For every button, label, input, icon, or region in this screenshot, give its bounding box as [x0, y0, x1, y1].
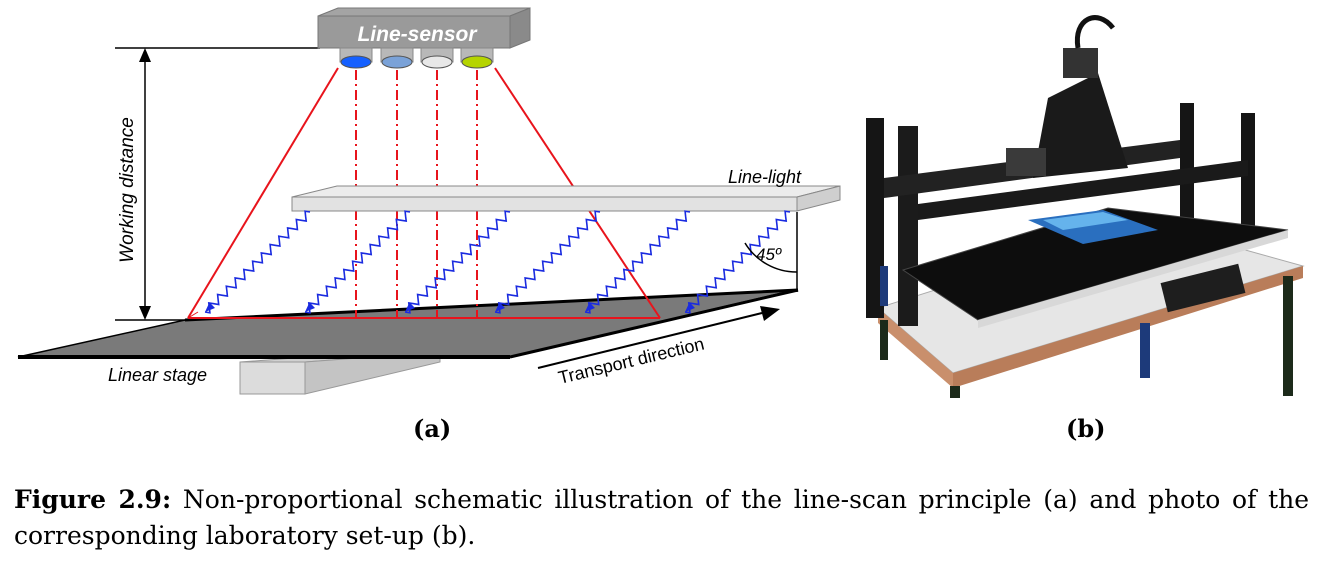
light-ray [684, 210, 791, 314]
frame-post [1241, 113, 1255, 243]
transport-arrow-head [760, 306, 780, 321]
subfigure-label-b: (b) [1066, 414, 1106, 443]
figure-number: Figure 2.9: [14, 485, 172, 514]
sensor-lens [340, 55, 372, 69]
frame-post [898, 126, 918, 326]
table-leg [1283, 276, 1293, 396]
line-light-label: Line-light [728, 167, 802, 187]
camera-housing [1033, 73, 1128, 178]
subfigure-label-a: (a) [413, 414, 452, 443]
stage-plate-right-edge [509, 288, 799, 359]
light-ray [304, 210, 411, 314]
distance-arrow-head-bottom [139, 306, 151, 320]
light-ray [204, 210, 311, 314]
frame-crossbar [918, 160, 1248, 220]
clamp [1140, 323, 1150, 378]
stage-rail [978, 230, 1288, 328]
angle-label: 45º [756, 245, 782, 264]
light-ray-arrowhead [585, 302, 595, 312]
sample-chart-highlight [1043, 212, 1128, 230]
light-ray [494, 210, 601, 314]
sensor-lenses [339, 47, 494, 69]
sensor-lens [421, 55, 453, 69]
distance-arrow-head-top [139, 48, 151, 62]
camera-head [1063, 48, 1098, 78]
line-sensor-label: Line-sensor [357, 23, 478, 46]
frame-post [866, 118, 884, 318]
light-ray-arrowhead [205, 302, 215, 312]
table-leg [950, 386, 960, 398]
line-sensor-body [317, 15, 511, 49]
light-ray-arrowhead [305, 302, 315, 312]
lab-setup-photo [866, 15, 1305, 398]
light-ray-arrowhead [495, 302, 505, 312]
line-light-bar [291, 196, 798, 212]
light-ray-arrowhead [405, 302, 415, 312]
table-edge [878, 308, 953, 388]
linear-stage-label: Linear stage [108, 365, 207, 385]
light-rays [204, 210, 791, 314]
line-scan-schematic: Working distance Line-light 45º Line-sen… [17, 7, 841, 395]
sensor-top [317, 7, 531, 17]
clamp [880, 266, 888, 306]
light-ray [404, 210, 511, 314]
caption-text: Non-proportional schematic illustration … [14, 485, 1310, 550]
light-ray [584, 210, 691, 314]
sensor-lens [461, 55, 493, 69]
line-light-top [291, 185, 841, 198]
drive-motor [1160, 263, 1246, 313]
working-distance-label: Working distance [117, 117, 138, 263]
figure-caption: Figure 2.9: Non-proportional schematic i… [14, 482, 1309, 554]
sensor-lens [381, 55, 413, 69]
angle-arc [744, 242, 798, 273]
transport-arrow [537, 312, 763, 369]
camera-cable [1074, 15, 1115, 49]
light-ray-arrowhead [685, 302, 695, 312]
stage-plate-back-edge [184, 288, 799, 322]
table-leg [880, 320, 888, 360]
camera-board [1006, 148, 1046, 176]
linear-stage-block [239, 361, 306, 395]
